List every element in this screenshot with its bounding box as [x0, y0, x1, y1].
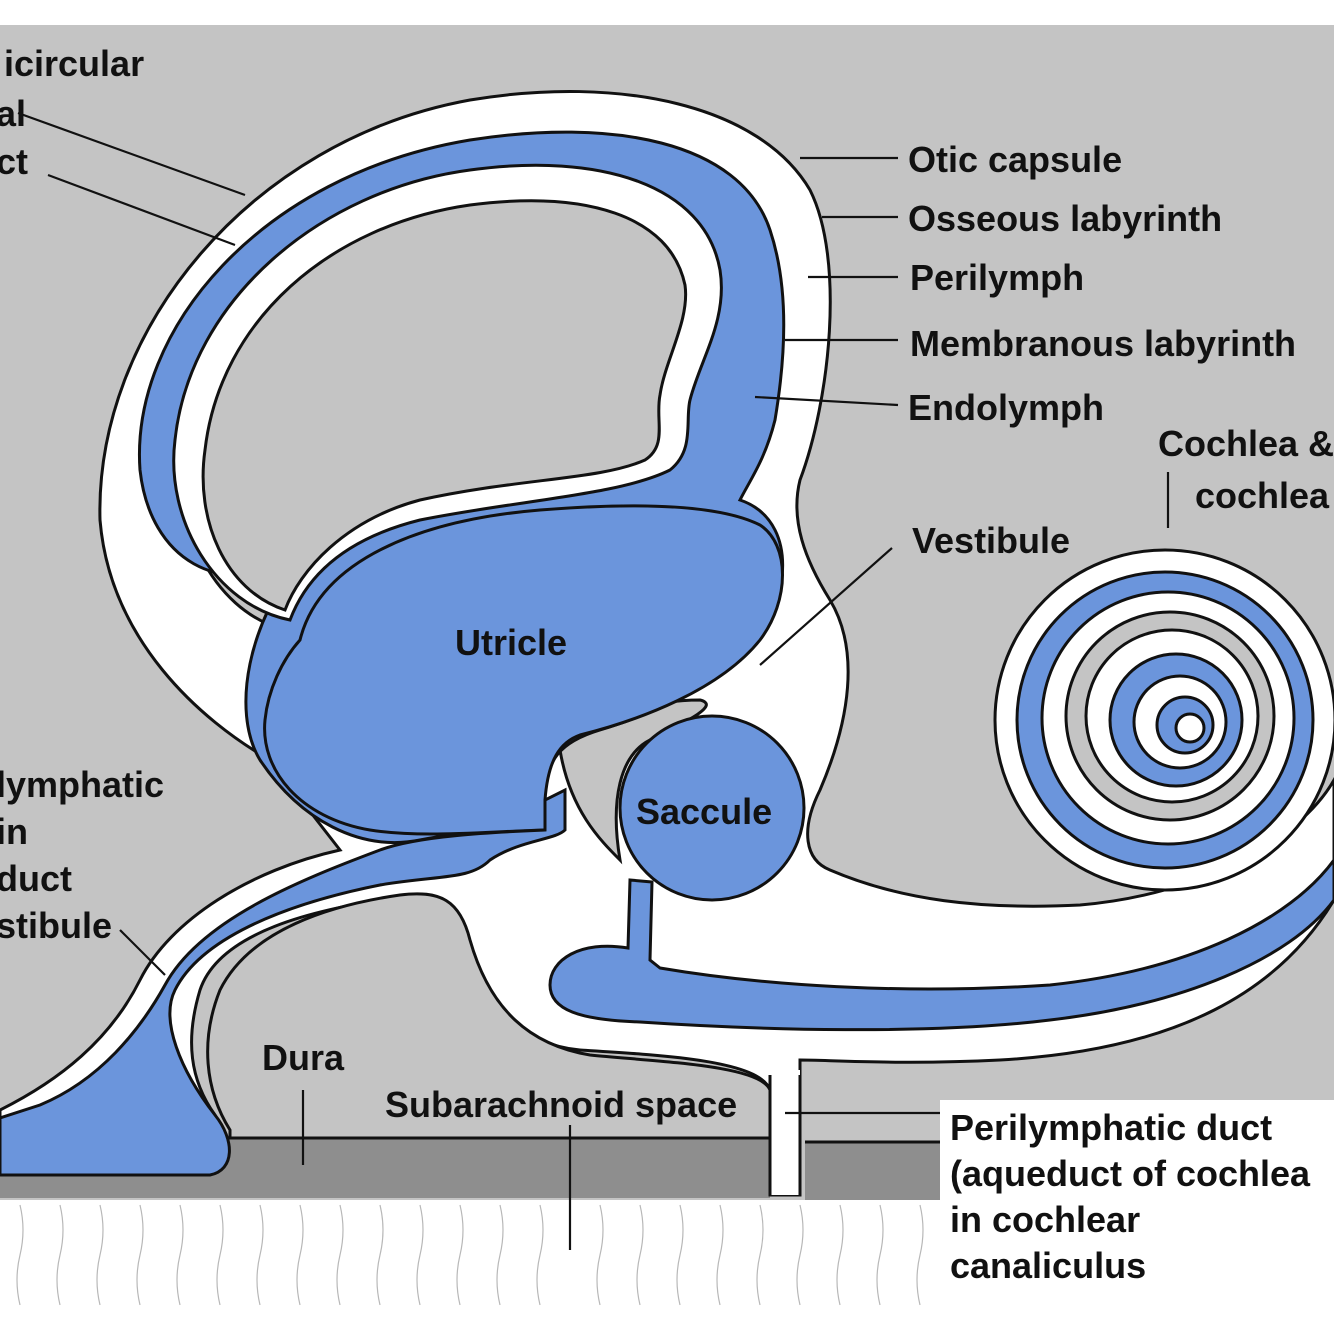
label-utricle: Utricle — [455, 622, 567, 663]
skull-hatching — [17, 1205, 923, 1305]
cochlea-spiral — [995, 550, 1334, 890]
label-endolymphatic-3: duct — [0, 858, 72, 899]
label-membranous-labyrinth: Membranous labyrinth — [910, 323, 1296, 364]
label-cochlea-2: cochlea — [1195, 475, 1330, 516]
label-endolymphatic-4: stibule — [0, 905, 112, 946]
label-endolymph: Endolymph — [908, 387, 1104, 428]
label-dura: Dura — [262, 1037, 345, 1078]
label-perilymphatic-3: in cochlear — [950, 1199, 1140, 1240]
label-semicircular-1: icircular — [4, 43, 144, 84]
label-saccule: Saccule — [636, 791, 772, 832]
label-semicircular-2: al — [0, 93, 26, 134]
label-perilymphatic-4: canaliculus — [950, 1245, 1146, 1286]
label-perilymphatic-1: Perilymphatic duct — [950, 1107, 1272, 1148]
label-osseous-labyrinth: Osseous labyrinth — [908, 198, 1222, 239]
label-vestibule: Vestibule — [912, 520, 1070, 561]
label-perilymphatic-2: (aqueduct of cochlea — [950, 1153, 1311, 1194]
label-endolymphatic-2: in — [0, 811, 28, 852]
perilymphatic-duct-channel — [770, 1070, 800, 1195]
label-semicircular-3: ct — [0, 141, 28, 182]
label-cochlea-1: Cochlea & — [1158, 423, 1334, 464]
label-perilymph: Perilymph — [910, 257, 1084, 298]
label-otic-capsule: Otic capsule — [908, 139, 1122, 180]
label-subarachnoid-space: Subarachnoid space — [385, 1084, 737, 1125]
label-endolymphatic-1: lymphatic — [0, 764, 164, 805]
